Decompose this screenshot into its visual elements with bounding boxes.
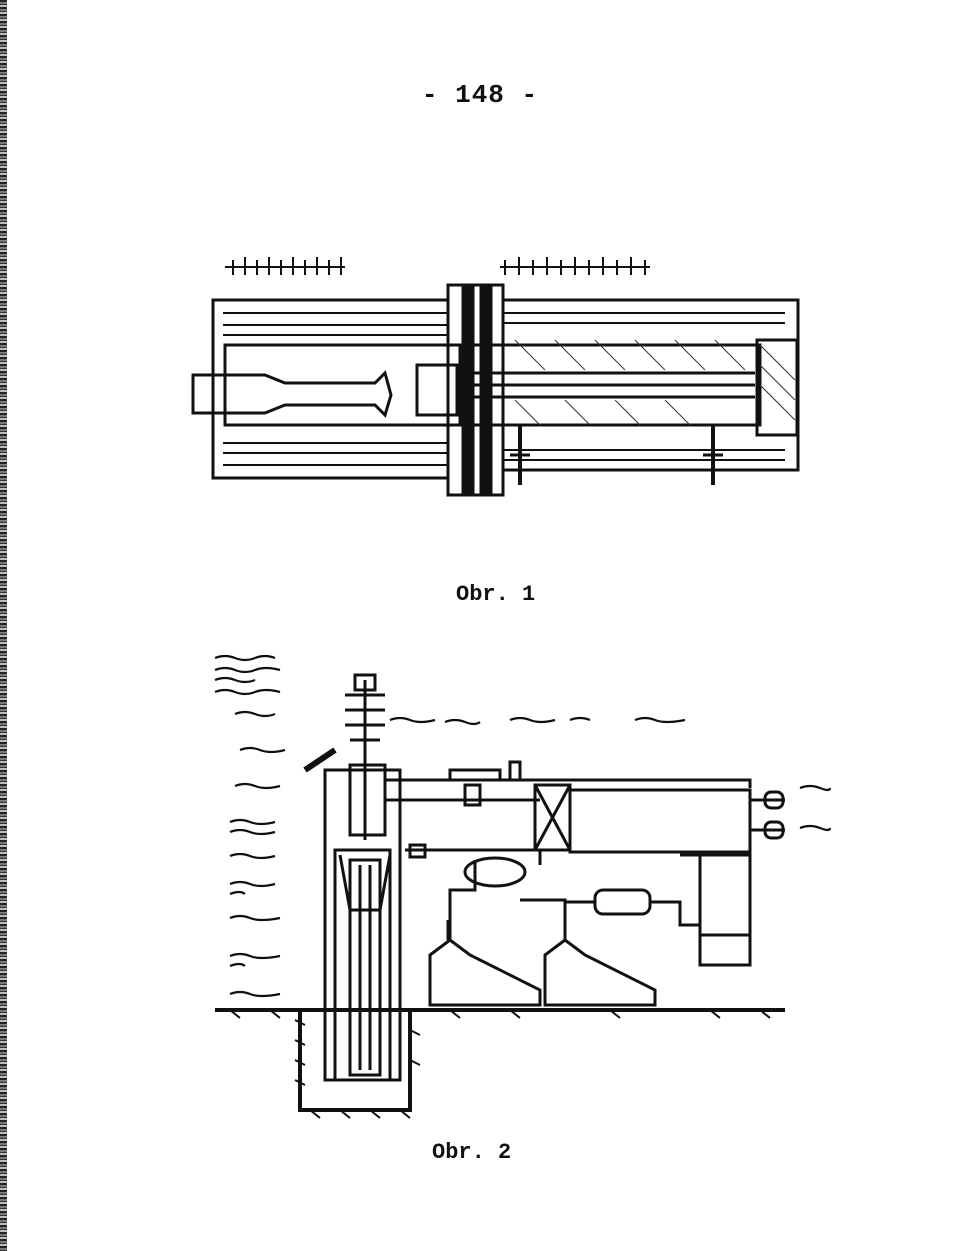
legend-labels (214, 654, 832, 998)
scanned-page-edge (0, 0, 7, 1251)
figure-2-drawing (214, 654, 832, 1119)
figure-1-drawing (191, 257, 800, 497)
top-left-marks (225, 257, 345, 275)
top-right-marks (500, 257, 650, 275)
figure-1-caption: Obr. 1 (456, 582, 536, 607)
page-number: - 148 - (421, 80, 539, 110)
figure-2-caption: Obr. 2 (432, 1140, 512, 1165)
